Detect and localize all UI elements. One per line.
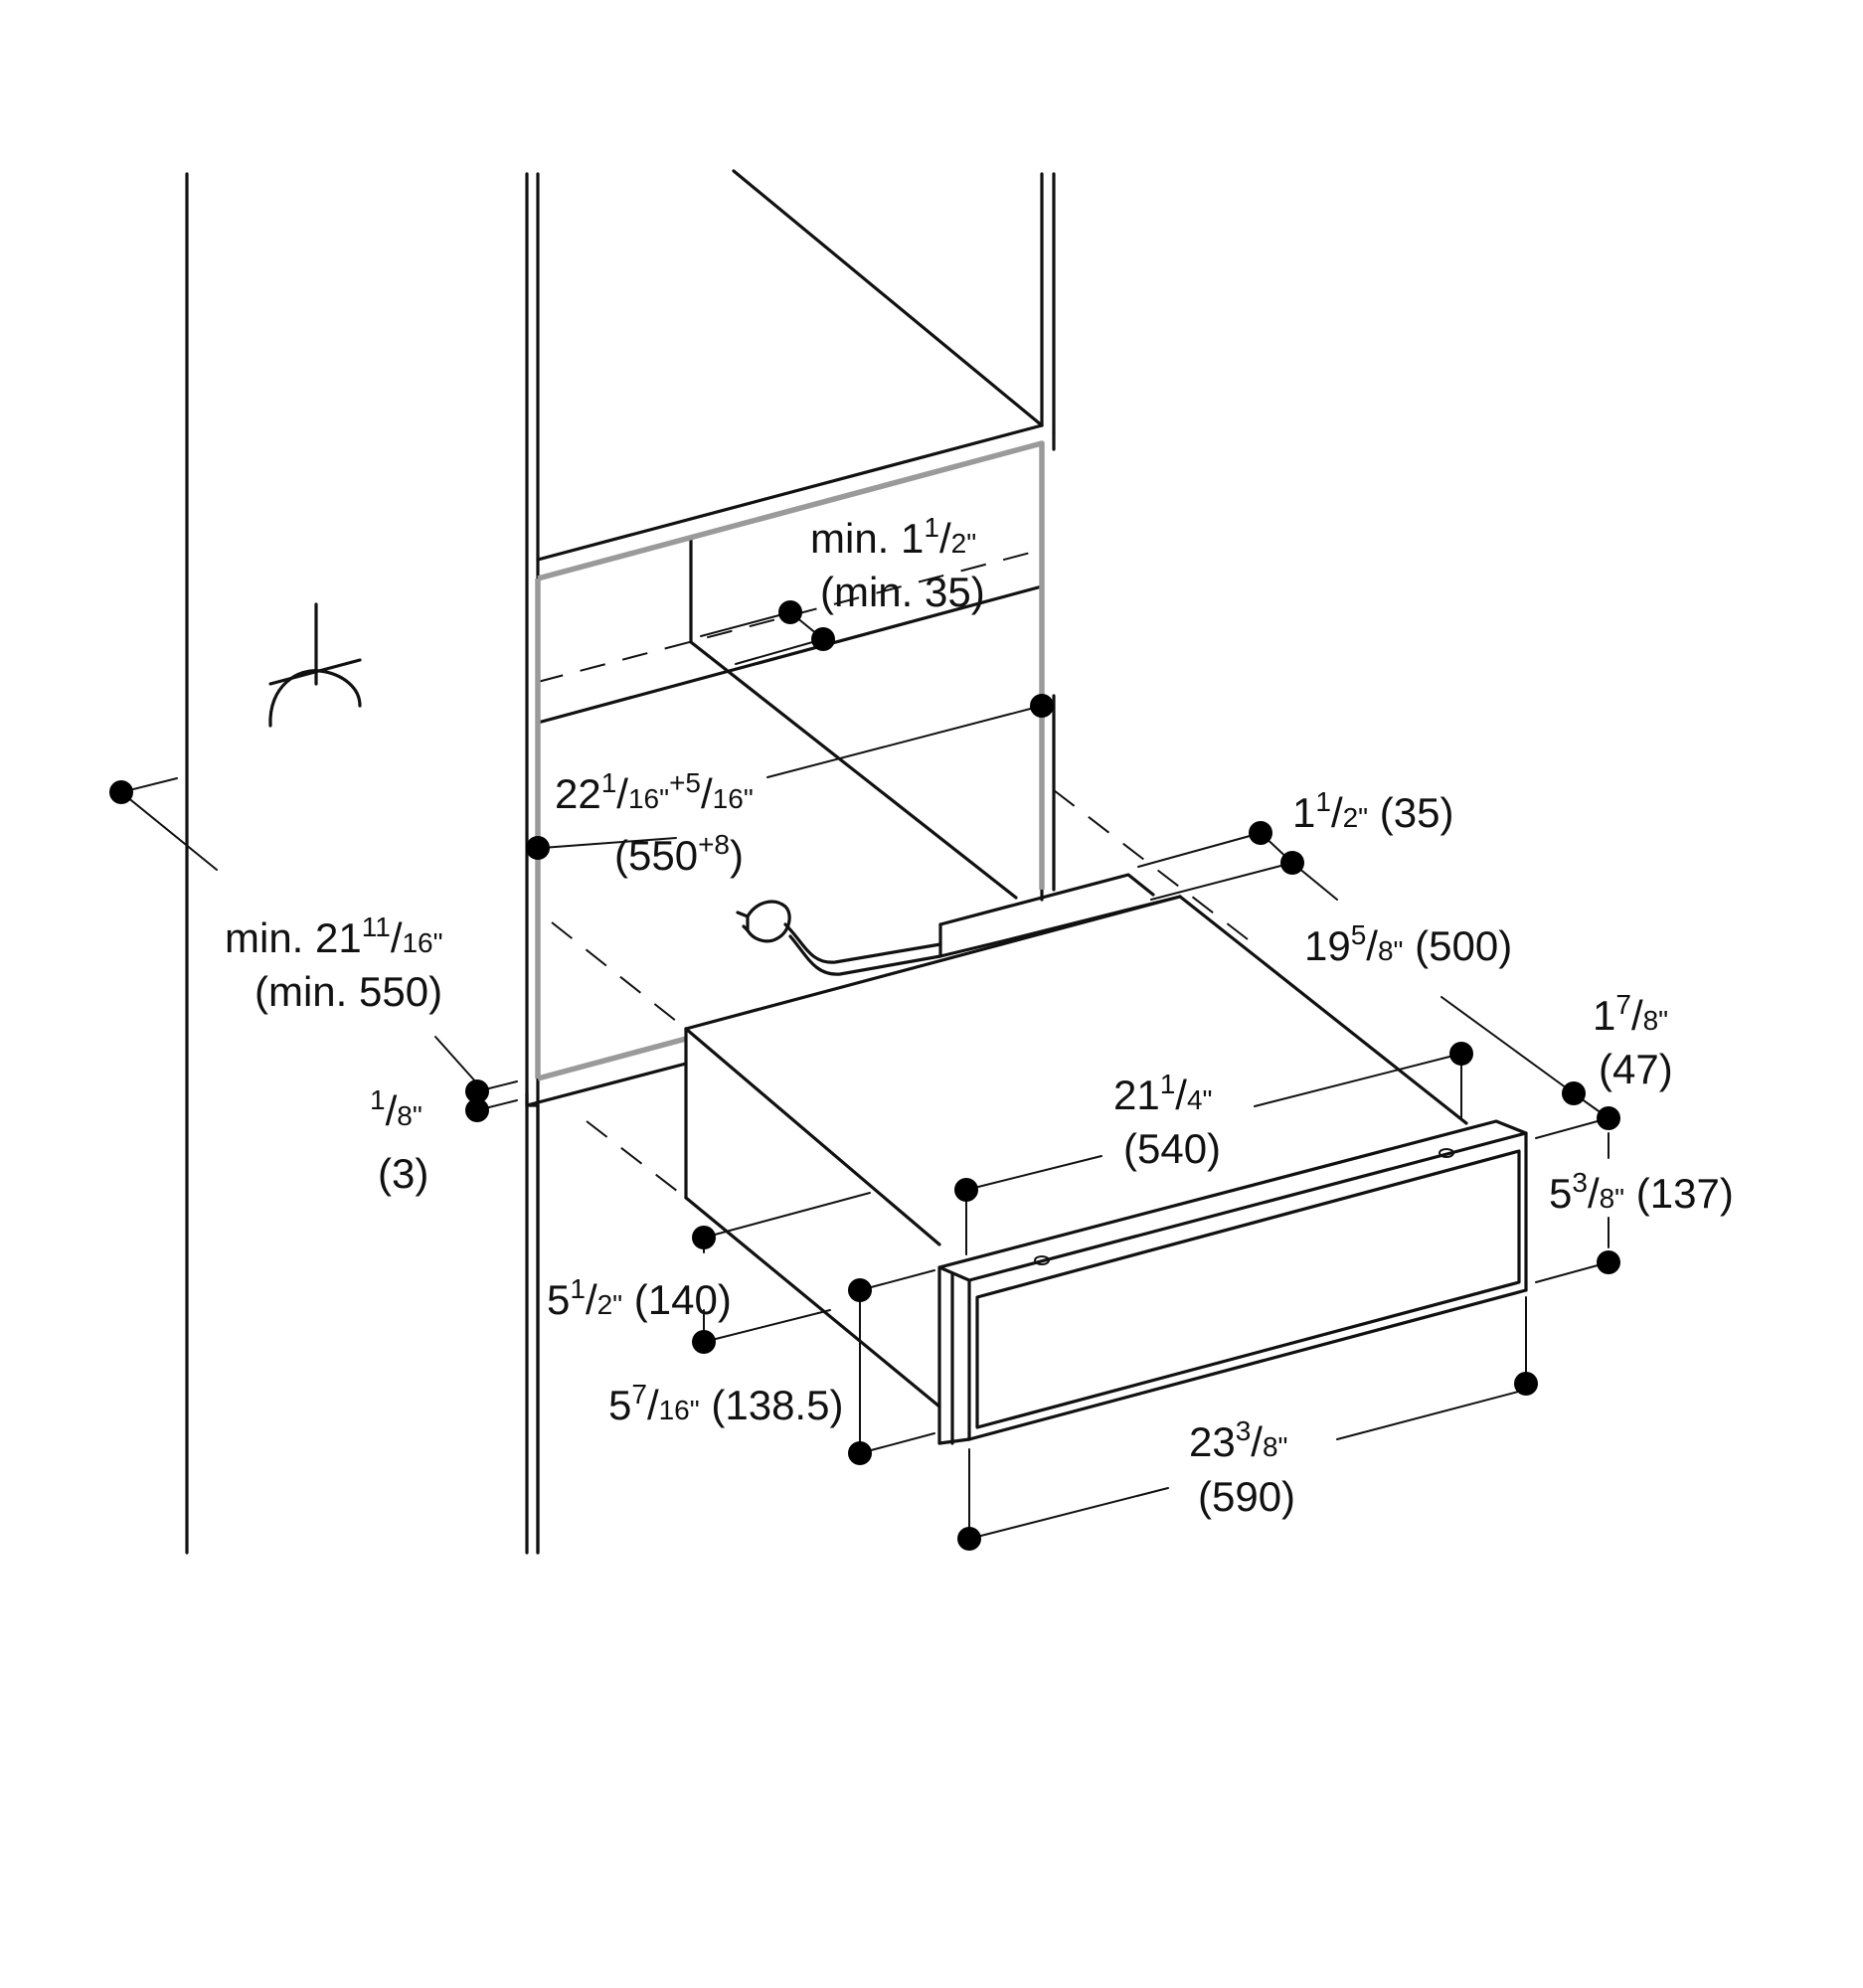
power-plug-icon (736, 900, 942, 976)
dim-1-8-line2: (3) (378, 1150, 428, 1197)
dim-21-1-4-line1: 211/4" (1113, 1069, 1212, 1118)
projection-lines (551, 789, 1249, 1199)
dim-min-1-1-2-line2: (min. 35) (820, 569, 985, 615)
dim-19-5-8-line1: 195/8" (500) (1304, 919, 1512, 969)
dim-min-1-1-2-line1: min. 11/2" (810, 512, 976, 562)
dim-1-8-line1: 1/8" (370, 1084, 423, 1134)
upper-shelf (536, 169, 1044, 900)
indicator-light-icon (1034, 1255, 1050, 1265)
base-panel (525, 1062, 688, 1555)
niche-outline (535, 440, 1045, 1081)
dim-min-21-11-16-line2: (min. 550) (254, 968, 442, 1015)
dim-5-7-16-line1: 57/16" (138.5) (608, 1379, 843, 1428)
dim-23-3-8-line1: 233/8" (1189, 1415, 1287, 1465)
dim-1-7-8-line1: 17/8" (1593, 989, 1668, 1039)
door-hinge-icon (268, 602, 362, 728)
dim-21-1-4-line2: (540) (1123, 1125, 1221, 1172)
indicator-light-icon (1439, 1148, 1454, 1158)
appliance-front (937, 1119, 1528, 1445)
dim-min-21-11-16-line1: min. 2111/16" (225, 911, 443, 961)
appliance-body (684, 873, 1468, 1408)
dim-1-7-8-line2: (47) (1599, 1046, 1673, 1092)
dimension-dots (109, 600, 1620, 1551)
dim-23-3-8-line2: (590) (1198, 1473, 1295, 1520)
dim-22-1-16-line2: (550+8) (614, 829, 744, 879)
dimension-lines (120, 611, 1609, 1540)
dim-5-1-2-line1: 51/2" (140) (547, 1273, 732, 1323)
dim-1-1-2-35-line1: 11/2" (35) (1292, 786, 1453, 836)
dim-22-1-16-line1: 221/16"+5/16" (555, 767, 754, 817)
dim-5-3-8-line1: 53/8" (137) (1549, 1167, 1734, 1217)
dimension-labels: min. 11/2" (min. 35) 221/16"+5/16" (550+… (225, 512, 1734, 1520)
